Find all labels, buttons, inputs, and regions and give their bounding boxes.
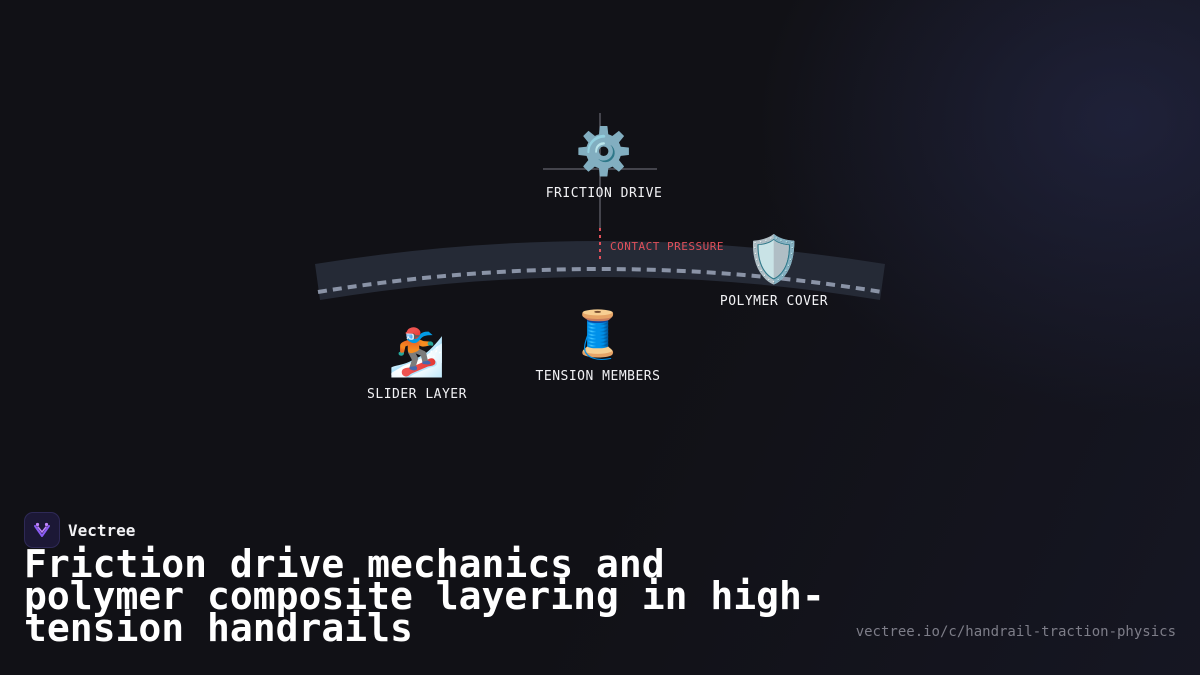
snowboarder-icon: 🏂 <box>388 325 446 379</box>
vectree-logo-mark <box>34 522 50 537</box>
friction-drive-node: ⚙️ FRICTION DRIVE <box>546 128 663 201</box>
vectree-logo-icon <box>24 512 60 548</box>
brand-name: Vectree <box>68 520 136 540</box>
source-url[interactable]: vectree.io/c/handrail-traction-physics <box>855 624 1176 640</box>
friction-drive-label: FRICTION DRIVE <box>545 186 663 201</box>
tension-members-node: 🧵 TENSION MEMBERS <box>536 311 661 384</box>
brand[interactable]: Vectree <box>24 512 135 548</box>
page-title: Friction drive mechanics and polymer com… <box>24 542 825 650</box>
polymer-cover-node: 🛡️ POLYMER COVER <box>720 236 828 309</box>
contact-pressure-label: CONTACT PRESSURE <box>610 240 724 253</box>
slider-layer-label: SLIDER LAYER <box>367 387 467 402</box>
tension-dash-line <box>317 267 883 294</box>
thread-spool-icon: 🧵 <box>569 307 627 361</box>
gear-icon: ⚙️ <box>575 124 633 178</box>
handrail-band <box>315 241 885 300</box>
tension-members-label: TENSION MEMBERS <box>535 369 661 384</box>
shield-icon: 🛡️ <box>745 232 803 286</box>
slider-layer-node: 🏂 SLIDER LAYER <box>367 329 467 402</box>
polymer-cover-label: POLYMER COVER <box>719 294 829 309</box>
